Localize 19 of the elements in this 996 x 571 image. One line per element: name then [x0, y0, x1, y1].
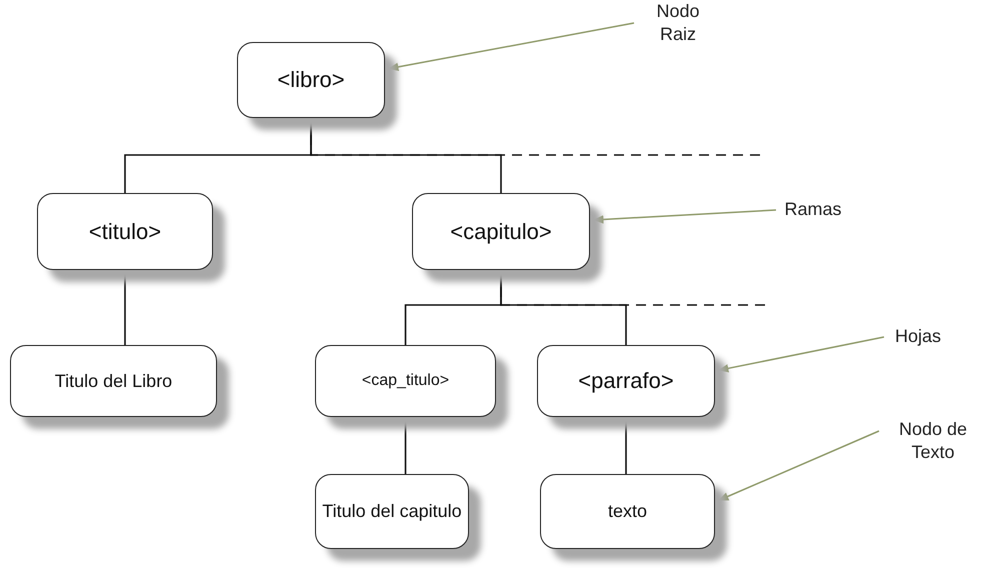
tree-connector [404, 417, 406, 474]
annotation-text: Nodo de Texto [883, 415, 983, 467]
element-node: texto [540, 474, 715, 549]
element-node: Titulo del Libro [10, 345, 217, 417]
leader-arrow [718, 336, 884, 372]
leader-arrow [388, 22, 634, 71]
tree-connector [124, 270, 126, 345]
element-node: <cap_titulo> [315, 345, 496, 417]
leader-arrow [718, 430, 880, 501]
element-node: <capitulo> [412, 193, 590, 270]
element-node: <titulo> [37, 193, 213, 270]
tree-connector [625, 417, 627, 474]
annotation-text: Hojas [888, 322, 948, 352]
element-node: <parrafo> [537, 345, 715, 417]
dashed-connector [500, 270, 765, 306]
leader-arrow [592, 209, 776, 224]
element-node: <libro> [237, 42, 385, 118]
annotation-text: Ramas [780, 195, 846, 225]
element-node: Titulo del capitulo [315, 474, 469, 549]
